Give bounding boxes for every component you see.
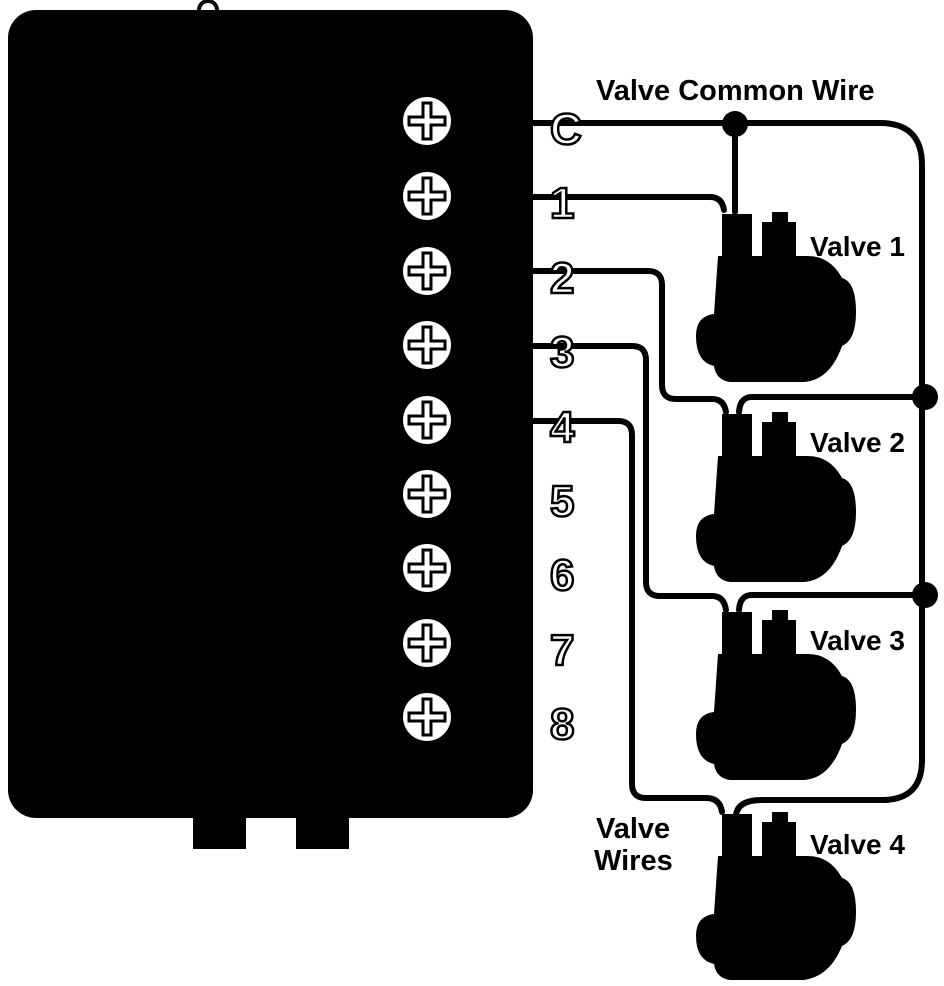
controller bbox=[8, 0, 533, 849]
terminal-label-5: 5 bbox=[550, 477, 574, 526]
wire-1 bbox=[530, 194, 727, 213]
valve-icon bbox=[696, 610, 856, 780]
terminal-screw-1 bbox=[403, 172, 451, 220]
common-branch-valve-3 bbox=[736, 592, 925, 613]
terminal-label-8: 8 bbox=[550, 700, 574, 749]
valve-wires-label-line1: Valve bbox=[596, 813, 670, 845]
terminal-label-6: 6 bbox=[550, 551, 574, 600]
terminal-label-3: 3 bbox=[550, 328, 574, 377]
controller-housing bbox=[8, 10, 533, 818]
wire-2 bbox=[530, 268, 729, 415]
valve-4: Valve 4 bbox=[696, 812, 905, 980]
terminal-label-7: 7 bbox=[550, 626, 574, 675]
controller-conduit-left bbox=[193, 816, 246, 849]
wire-3 bbox=[530, 343, 729, 613]
terminal-label-1: 1 bbox=[550, 179, 574, 228]
terminal-label-4: 4 bbox=[550, 403, 575, 452]
terminal-screw-5 bbox=[403, 470, 451, 518]
terminal-screw-8 bbox=[403, 693, 451, 741]
valve-2: Valve 2 bbox=[696, 412, 905, 582]
controller-conduit-right bbox=[296, 816, 349, 849]
common-wire bbox=[530, 120, 925, 818]
wires bbox=[530, 120, 925, 818]
terminal-label-c: C bbox=[550, 105, 582, 154]
terminal-screw-4 bbox=[403, 396, 451, 444]
valve-icon bbox=[696, 812, 856, 980]
junction-dot bbox=[912, 582, 938, 608]
valve-label: Valve 4 bbox=[810, 829, 905, 860]
valve-1: Valve 1 bbox=[696, 212, 905, 382]
common-branch-valve-2 bbox=[736, 394, 925, 415]
valve-icon bbox=[696, 212, 856, 382]
junction-dot bbox=[912, 384, 938, 410]
terminal-screw-7 bbox=[403, 619, 451, 667]
terminal-label-2: 2 bbox=[550, 254, 574, 303]
common-wire-label: Valve Common Wire bbox=[596, 75, 875, 107]
valve-label: Valve 1 bbox=[810, 231, 905, 262]
valve-icon bbox=[696, 412, 856, 582]
terminal-labels: C 1 2 3 4 5 6 7 8 bbox=[549, 104, 583, 751]
junction-dot bbox=[722, 111, 748, 137]
junctions bbox=[722, 111, 938, 608]
valve-label: Valve 3 bbox=[810, 625, 905, 656]
terminal-screw-6 bbox=[403, 544, 451, 592]
terminal-screw-2 bbox=[403, 247, 451, 295]
controller-hook bbox=[197, 0, 219, 21]
valve-wires-label-line2: Wires bbox=[594, 845, 673, 877]
terminal-screws bbox=[403, 97, 451, 741]
valve-3: Valve 3 bbox=[696, 610, 905, 780]
wire-4 bbox=[530, 418, 725, 815]
valve-label: Valve 2 bbox=[810, 427, 905, 458]
terminal-screw-3 bbox=[403, 321, 451, 369]
terminal-screw-c bbox=[403, 97, 451, 145]
